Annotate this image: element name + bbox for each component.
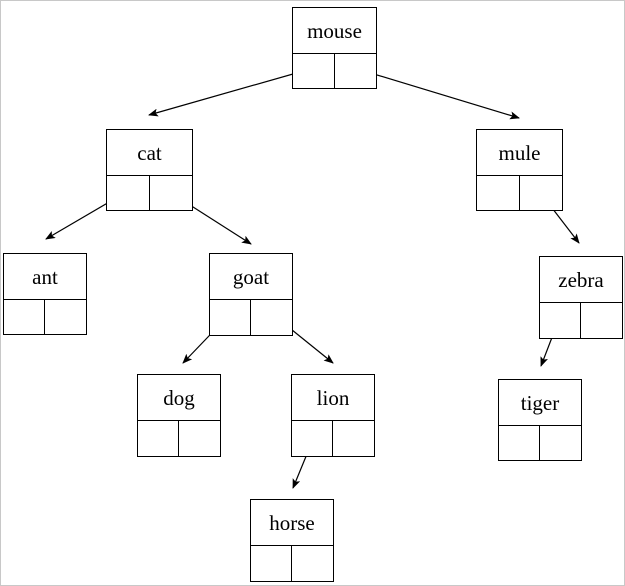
node-right-pointer-mouse[interactable]: [335, 54, 377, 88]
node-right-pointer-mule[interactable]: [520, 176, 563, 210]
node-right-pointer-dog[interactable]: [179, 421, 220, 456]
node-right-pointer-cat[interactable]: [150, 176, 193, 210]
node-left-pointer-goat[interactable]: [210, 300, 251, 335]
node-pointers-tiger: [499, 426, 581, 460]
node-label-mouse: mouse: [293, 8, 376, 54]
tree-node-mule[interactable]: mule: [476, 129, 563, 211]
node-label-ant: ant: [4, 254, 86, 300]
node-left-pointer-mouse[interactable]: [293, 54, 335, 88]
node-label-horse: horse: [251, 500, 333, 546]
node-pointers-mule: [477, 176, 562, 210]
tree-node-lion[interactable]: lion: [291, 374, 375, 457]
node-right-pointer-tiger[interactable]: [540, 426, 581, 460]
node-pointers-horse: [251, 546, 333, 581]
edge-mouse-right-to-mule: [353, 67, 520, 120]
node-right-pointer-lion[interactable]: [333, 421, 374, 456]
edge-mouse-left-to-cat: [148, 67, 315, 117]
node-right-pointer-horse[interactable]: [292, 546, 333, 581]
node-label-lion: lion: [292, 375, 374, 421]
node-left-pointer-horse[interactable]: [251, 546, 292, 581]
tree-node-cat[interactable]: cat: [106, 129, 193, 211]
tree-node-zebra[interactable]: zebra: [539, 256, 623, 339]
node-right-pointer-ant[interactable]: [45, 300, 86, 334]
node-label-mule: mule: [477, 130, 562, 176]
node-left-pointer-lion[interactable]: [292, 421, 333, 456]
node-label-zebra: zebra: [540, 257, 622, 303]
node-pointers-dog: [138, 421, 220, 456]
node-left-pointer-cat[interactable]: [107, 176, 150, 210]
node-pointers-lion: [292, 421, 374, 456]
tree-node-mouse[interactable]: mouse: [292, 7, 377, 89]
tree-node-horse[interactable]: horse: [250, 499, 334, 582]
node-right-pointer-goat[interactable]: [251, 300, 292, 335]
node-pointers-mouse: [293, 54, 376, 88]
node-pointers-goat: [210, 300, 292, 335]
node-left-pointer-dog[interactable]: [138, 421, 179, 456]
node-pointers-ant: [4, 300, 86, 334]
node-label-dog: dog: [138, 375, 220, 421]
node-left-pointer-tiger[interactable]: [499, 426, 540, 460]
node-left-pointer-mule[interactable]: [477, 176, 520, 210]
node-pointers-cat: [107, 176, 192, 210]
node-left-pointer-zebra[interactable]: [540, 303, 581, 338]
node-label-tiger: tiger: [499, 380, 581, 426]
tree-node-ant[interactable]: ant: [3, 253, 87, 335]
node-pointers-zebra: [540, 303, 622, 338]
tree-node-tiger[interactable]: tiger: [498, 379, 582, 461]
node-label-goat: goat: [210, 254, 292, 300]
node-left-pointer-ant[interactable]: [4, 300, 45, 334]
tree-node-dog[interactable]: dog: [137, 374, 221, 457]
node-label-cat: cat: [107, 130, 192, 176]
tree-node-goat[interactable]: goat: [209, 253, 293, 336]
node-right-pointer-zebra[interactable]: [581, 303, 622, 338]
